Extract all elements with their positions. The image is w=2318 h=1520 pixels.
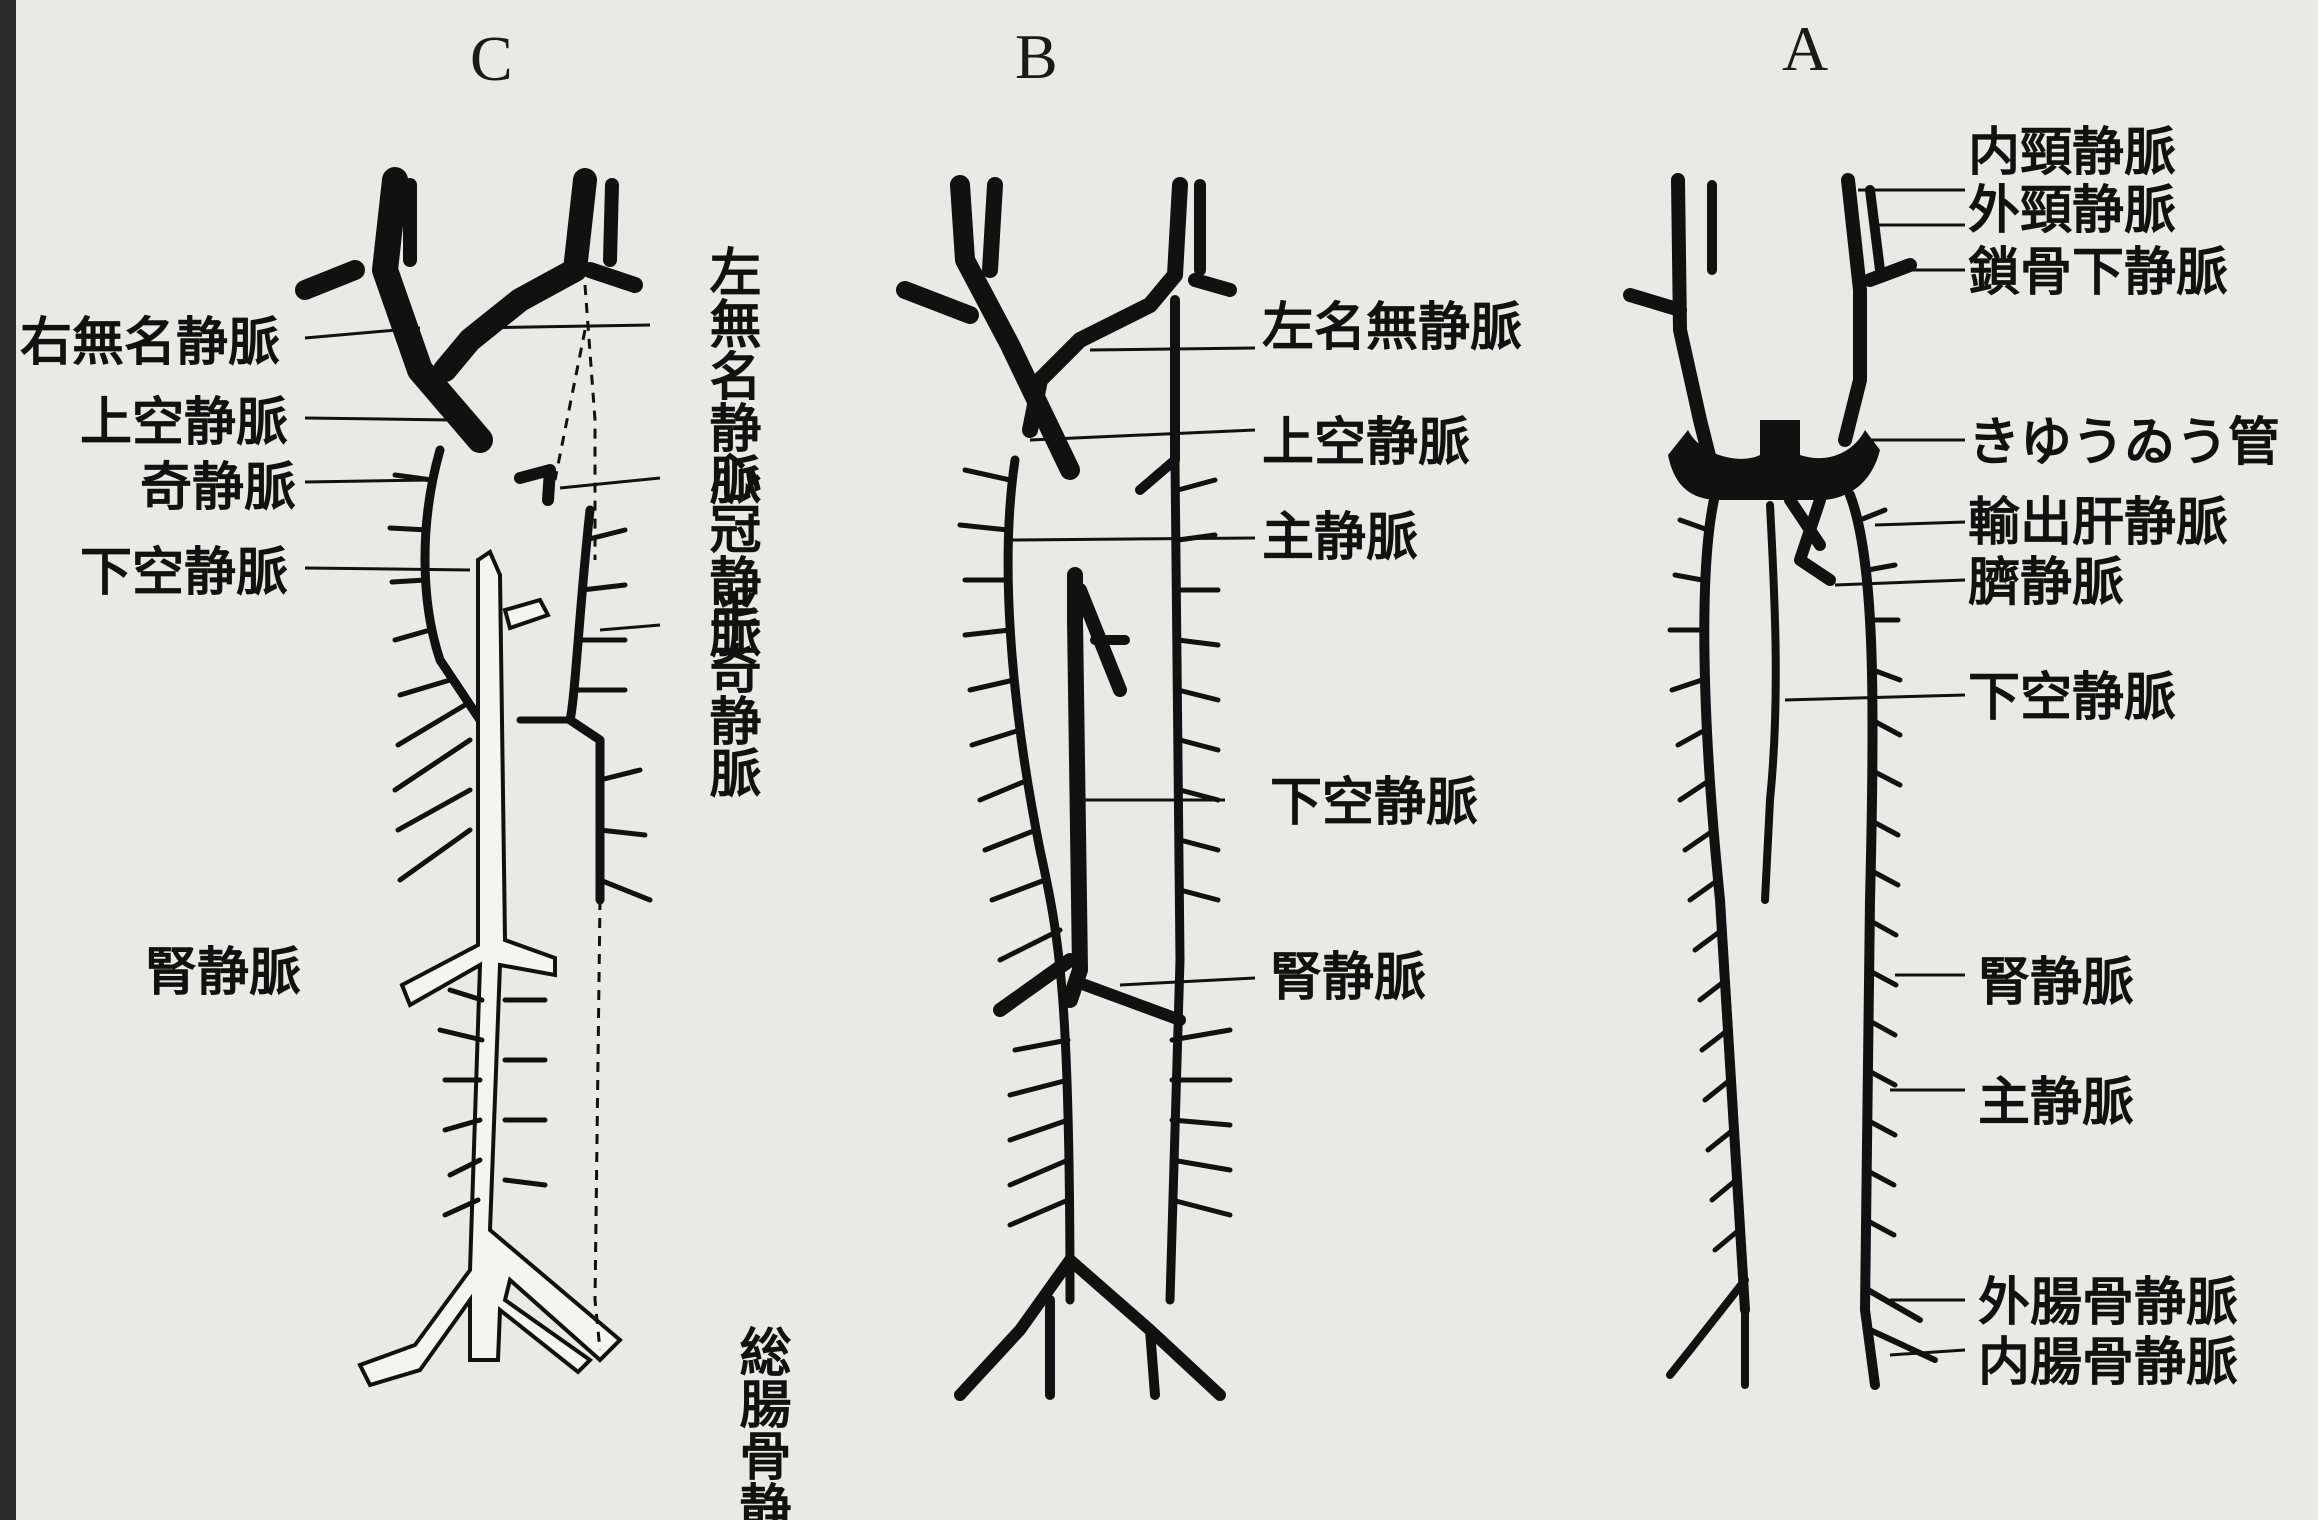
b-label-cardinal: 主静脈	[1262, 508, 1418, 568]
c-left-jugular	[445, 180, 585, 370]
c-label-azygos: 奇静脈	[140, 458, 296, 518]
a-left-cardinal	[1850, 495, 1875, 1385]
c-label-common-iliac: 総腸骨静脈	[730, 1325, 791, 1520]
a-label-external-jugular: 外頸静脈	[1968, 181, 2176, 241]
c-label-right-brachiocephalic: 右無名静脈	[20, 313, 280, 373]
c-inferior-vena-cava	[360, 552, 620, 1385]
b-label-renal: 腎静脈	[1270, 948, 1426, 1008]
a-umbilical-ivc	[1765, 505, 1776, 900]
a-label-umbilical: 臍静脈	[1968, 553, 2124, 613]
c-label-hemiazygos: 半奇静脈	[700, 590, 761, 798]
a-label-internal-iliac: 内腸骨静脈	[1978, 1333, 2238, 1393]
b-renal-right	[1085, 985, 1180, 1020]
c-left-ext-jugular	[610, 185, 612, 260]
b-right-ext-jugular	[990, 185, 995, 270]
c-right-jugular	[385, 180, 480, 440]
b-right-iliac-int	[1150, 1330, 1155, 1395]
c-hemiazygos	[570, 510, 600, 900]
b-label-superior-vena-cava: 上空静脈	[1262, 413, 1470, 473]
a-label-external-iliac: 外腸骨静脈	[1978, 1273, 2238, 1333]
b-right-jugular	[960, 185, 1070, 470]
c-dashed-lower	[595, 900, 600, 1350]
a-hepatic-efferent	[1790, 500, 1830, 580]
c-label-renal: 腎静脈	[145, 943, 301, 1003]
c-label-superior-vena-cava: 上空静脈	[80, 393, 288, 453]
a-label-cardinal: 主静脈	[1978, 1073, 2134, 1133]
a-label-subclavian: 鎖骨下静脈	[1968, 243, 2228, 303]
c-label-inferior-vena-cava: 下空静脈	[80, 543, 288, 603]
a-right-jugular	[1678, 180, 1710, 460]
c-ivc-branch	[505, 600, 548, 628]
b-left-cardinal-upper	[1140, 300, 1175, 490]
c-coronary-sinus	[520, 470, 550, 500]
b-label-left-brachiocephalic: 左名無静脈	[1262, 298, 1522, 358]
a-label-internal-jugular: 内頸静脈	[1968, 123, 2176, 183]
b-left-subclavian	[1195, 280, 1230, 290]
a-label-inferior-vena-cava: 下空静脈	[1968, 668, 2176, 728]
b-right-subclavian	[905, 290, 970, 315]
c-left-subclavian	[590, 270, 635, 285]
a-right-subclavian	[1630, 295, 1680, 310]
b-label-inferior-vena-cava: 下空静脈	[1270, 773, 1478, 833]
c-right-subclavian	[305, 270, 355, 290]
b-right-iliac	[1070, 1260, 1220, 1395]
a-label-hepatic-efferent: 輸出肝静脈	[1968, 493, 2228, 553]
b-inferior-vena-cava	[1070, 575, 1080, 1000]
b-left-cardinal	[1170, 460, 1180, 1300]
a-label-renal: 腎静脈	[1978, 953, 2134, 1013]
panel-c: C	[20, 23, 791, 1520]
panel-b: B	[905, 21, 1522, 1395]
left-border	[0, 0, 16, 1520]
c-azygos	[425, 450, 480, 720]
panel-b-letter: B	[1015, 21, 1058, 92]
b-segmental-tributaries	[960, 470, 1230, 1225]
panel-a: A	[1630, 13, 2280, 1393]
panel-a-letter: A	[1782, 13, 1828, 84]
a-right-iliac	[1670, 1280, 1745, 1375]
b-left-jugular	[1030, 185, 1180, 430]
a-label-duct-of-cuvier: きゆうゐう管	[1968, 413, 2280, 473]
a-left-ext-jugular	[1870, 190, 1880, 270]
a-left-jugular	[1845, 180, 1860, 440]
panel-c-letter: C	[470, 23, 513, 94]
